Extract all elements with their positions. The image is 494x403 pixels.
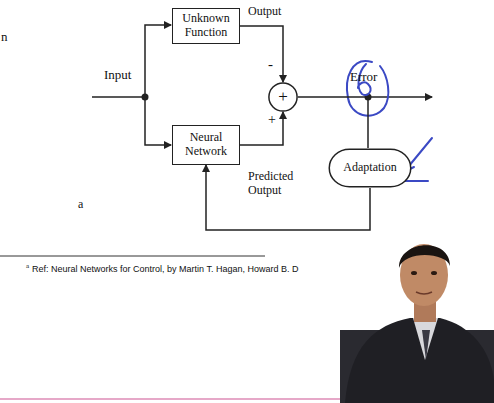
presenter-photo: [340, 244, 494, 403]
sign-symbol: -: [268, 56, 273, 73]
junction-dot: [142, 94, 149, 101]
node-text: Neural Network: [177, 131, 235, 159]
signal-name: Predicted Output: [248, 170, 310, 198]
signal-name: Error: [350, 70, 377, 85]
signal-name: Output: [248, 5, 281, 19]
footnote-rule: [0, 256, 265, 257]
signal-connector: [240, 26, 283, 82]
cut-text: n: [1, 30, 8, 45]
footnote-marker: a: [78, 198, 83, 212]
signal-connector: [240, 112, 283, 145]
node-text: Unknown Function: [177, 12, 235, 40]
summing-junction: +: [268, 82, 298, 112]
input-wires: [92, 25, 432, 145]
sign-symbol: +: [268, 112, 276, 128]
slide-border: [0, 398, 340, 400]
footnote-marker: a: [26, 262, 29, 270]
signal-name: Input: [104, 68, 131, 83]
process-box: Neural Network: [172, 125, 240, 165]
node-text: Adaptation: [343, 161, 396, 175]
signal-connector: [298, 97, 368, 148]
node-text: +: [278, 87, 288, 107]
footnote-text: Ref: Neural Networks for Control, by Mar…: [32, 264, 298, 274]
adaptation-block: Adaptation: [328, 148, 412, 188]
process-box: Unknown Function: [172, 8, 240, 44]
